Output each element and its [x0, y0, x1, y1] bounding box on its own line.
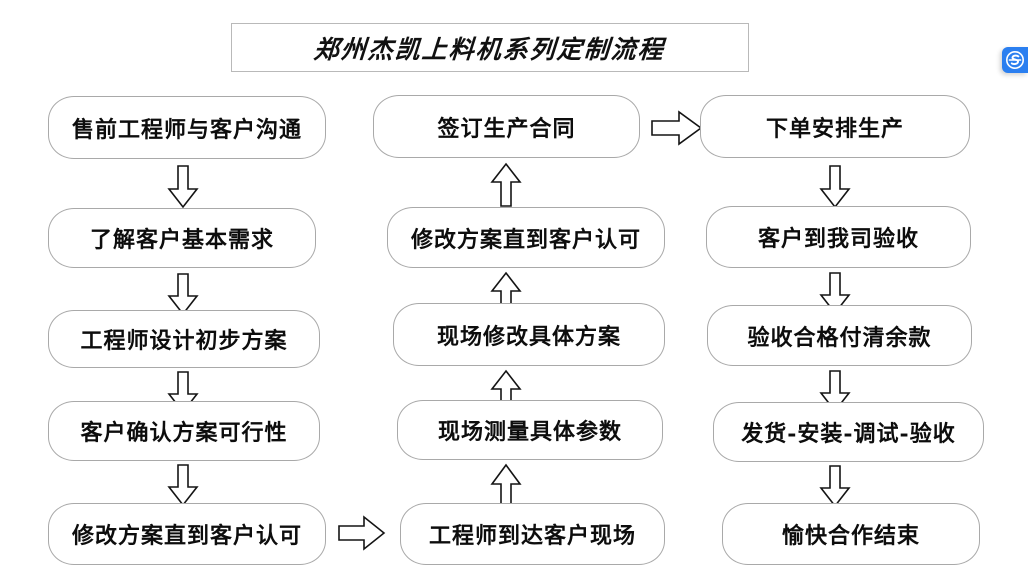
node-col3-5-label: 愉快合作结束	[781, 523, 920, 549]
node-col1-3-label: 工程师设计初步方案	[80, 328, 288, 354]
node-col1-5[interactable]: 修改方案直到客户认可	[48, 503, 326, 565]
node-col1-5-label: 修改方案直到客户认可	[71, 523, 302, 549]
node-col2-2-label: 修改方案直到客户认可	[410, 226, 641, 253]
node-col1-2-label: 了解客户基本需求	[89, 227, 274, 253]
arrow-right-icon-col2-to-col3	[651, 110, 703, 146]
node-col3-1-label: 下单安排生产	[765, 115, 904, 142]
chart-title-box: 郑州杰凯上料机系列定制流程	[231, 23, 749, 72]
arrow-down-icon-col1-1	[167, 165, 199, 209]
node-col3-1[interactable]: 下单安排生产	[700, 95, 970, 158]
arrow-down-icon-col1-4	[167, 464, 199, 507]
sohu-s-badge-icon	[1002, 47, 1028, 73]
node-col1-2[interactable]: 了解客户基本需求	[48, 208, 316, 268]
node-col1-4[interactable]: 客户确认方案可行性	[48, 401, 320, 461]
node-col3-3-label: 验收合格付清余款	[747, 324, 932, 351]
arrow-right-icon-col1-to-col2	[338, 515, 386, 551]
node-col3-4-label: 发货-安装-调试-验收	[741, 421, 956, 447]
node-col2-1-label: 签订生产合同	[437, 115, 576, 142]
node-col3-3[interactable]: 验收合格付清余款	[707, 305, 972, 366]
node-col3-5[interactable]: 愉快合作结束	[722, 503, 980, 565]
node-col2-3[interactable]: 现场修改具体方案	[393, 303, 665, 366]
node-col2-4[interactable]: 现场测量具体参数	[397, 400, 663, 460]
node-col3-2[interactable]: 客户到我司验收	[706, 206, 971, 268]
node-col2-5[interactable]: 工程师到达客户现场	[400, 503, 665, 565]
node-col3-2-label: 客户到我司验收	[757, 226, 919, 252]
node-col2-1[interactable]: 签订生产合同	[373, 95, 640, 158]
node-col1-4-label: 客户确认方案可行性	[80, 420, 288, 446]
arrow-up-icon-col2-4	[490, 463, 522, 508]
arrow-up-icon-col2-1	[490, 162, 522, 208]
arrow-down-icon-col3-4	[819, 465, 851, 508]
node-col1-1[interactable]: 售前工程师与客户沟通	[48, 96, 326, 159]
node-col3-4[interactable]: 发货-安装-调试-验收	[713, 402, 984, 462]
node-col2-3-label: 现场修改具体方案	[436, 323, 621, 350]
node-col2-4-label: 现场测量具体参数	[437, 419, 622, 445]
node-col2-2[interactable]: 修改方案直到客户认可	[387, 207, 665, 268]
node-col2-5-label: 工程师到达客户现场	[428, 523, 636, 549]
page-title: 郑州杰凯上料机系列定制流程	[313, 34, 667, 64]
arrow-down-icon-col3-1	[819, 165, 851, 209]
arrow-down-icon-col1-2	[167, 273, 199, 316]
node-col1-1-label: 售前工程师与客户沟通	[71, 116, 302, 143]
node-col1-3[interactable]: 工程师设计初步方案	[48, 310, 320, 368]
